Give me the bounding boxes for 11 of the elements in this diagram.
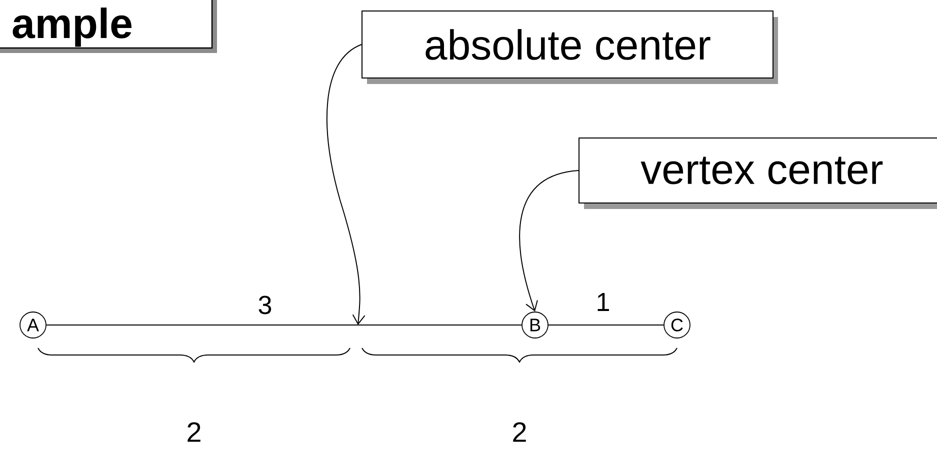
leader-arrow: [519, 170, 579, 312]
leader-arrow: [326, 44, 366, 325]
callout-box: absolute center: [362, 10, 778, 84]
distance-label: 2: [513, 422, 526, 442]
edge-line: [548, 324, 664, 326]
edge-label: 3: [258, 296, 272, 314]
edge-line: [46, 324, 522, 326]
distance-label: 2: [188, 422, 200, 442]
title-box: ample: [0, 0, 217, 53]
edge-label: 1: [598, 293, 609, 311]
callout-box: vertex center: [578, 138, 937, 209]
